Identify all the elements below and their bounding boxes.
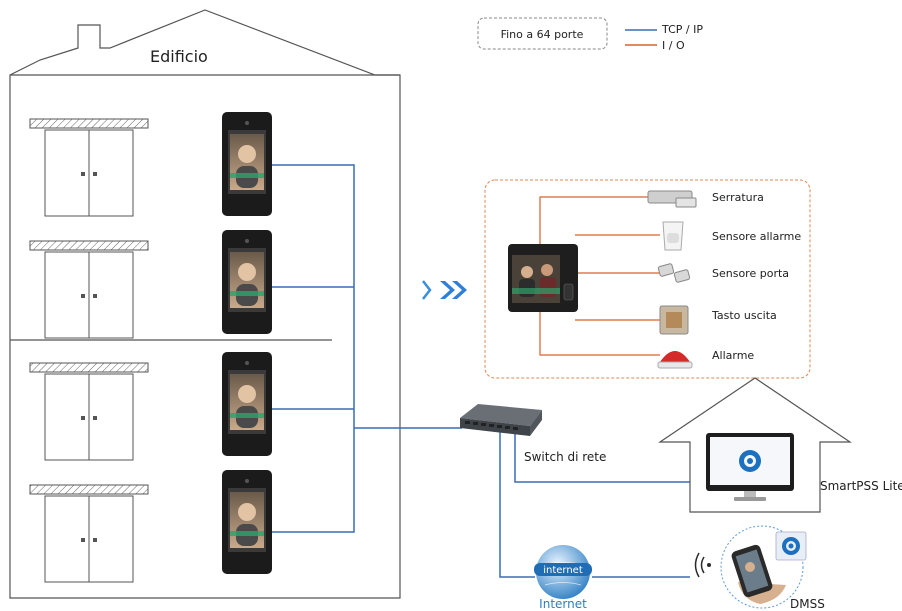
building: Edificio xyxy=(9,9,401,599)
ports-note-text: Fino a 64 porte xyxy=(501,28,584,41)
dmss-phone xyxy=(720,525,804,609)
ports-note: Fino a 64 porte xyxy=(477,17,608,50)
internet-globe-icon: internet xyxy=(534,545,592,599)
peripheral-label-lock: Serratura xyxy=(712,191,764,204)
peripheral-label-motion-sensor: Sensore allarme xyxy=(712,230,801,243)
wifi-icon xyxy=(694,552,711,578)
door-3 xyxy=(29,362,149,461)
smartpss-label: SmartPSS Lite xyxy=(820,479,902,493)
door-1 xyxy=(29,118,149,217)
network-switch: Switch di rete xyxy=(460,404,606,464)
motion-sensor-icon xyxy=(662,221,684,251)
peripheral-label-exit-button: Tasto uscita xyxy=(711,309,777,322)
monitor-icon xyxy=(706,433,794,501)
legend-io-label: I / O xyxy=(662,39,685,52)
io-wiring xyxy=(539,196,660,356)
access-controller xyxy=(508,244,578,312)
home-house xyxy=(658,377,852,513)
peripheral-label-door-sensor: Sensore porta xyxy=(712,267,789,280)
legend: TCP / IP I / O xyxy=(625,23,703,52)
internet-label: Internet xyxy=(539,597,587,611)
switch-label: Switch di rete xyxy=(524,450,606,464)
face-terminal-1 xyxy=(222,112,272,216)
lock-icon xyxy=(647,190,697,208)
building-label: Edificio xyxy=(150,47,208,66)
door-sensor-icon xyxy=(657,263,691,283)
peripheral-panel: Serratura Sensore allarme Sensore porta … xyxy=(484,179,811,379)
chevron-right-icon xyxy=(422,280,467,300)
face-terminal-4 xyxy=(222,470,272,574)
door-4 xyxy=(29,484,149,583)
tcp-ip-wiring xyxy=(271,164,690,578)
door-2 xyxy=(29,240,149,339)
dmss-label: DMSS xyxy=(790,597,825,611)
dmss-app-icon xyxy=(775,531,807,561)
legend-tcp-label: TCP / IP xyxy=(661,23,703,36)
siren-icon xyxy=(657,351,693,369)
face-terminal-3 xyxy=(222,352,272,456)
internet-globe-text: internet xyxy=(543,565,583,576)
exit-button-icon xyxy=(659,305,689,335)
peripheral-label-siren: Allarme xyxy=(712,349,754,362)
face-terminal-2 xyxy=(222,230,272,334)
